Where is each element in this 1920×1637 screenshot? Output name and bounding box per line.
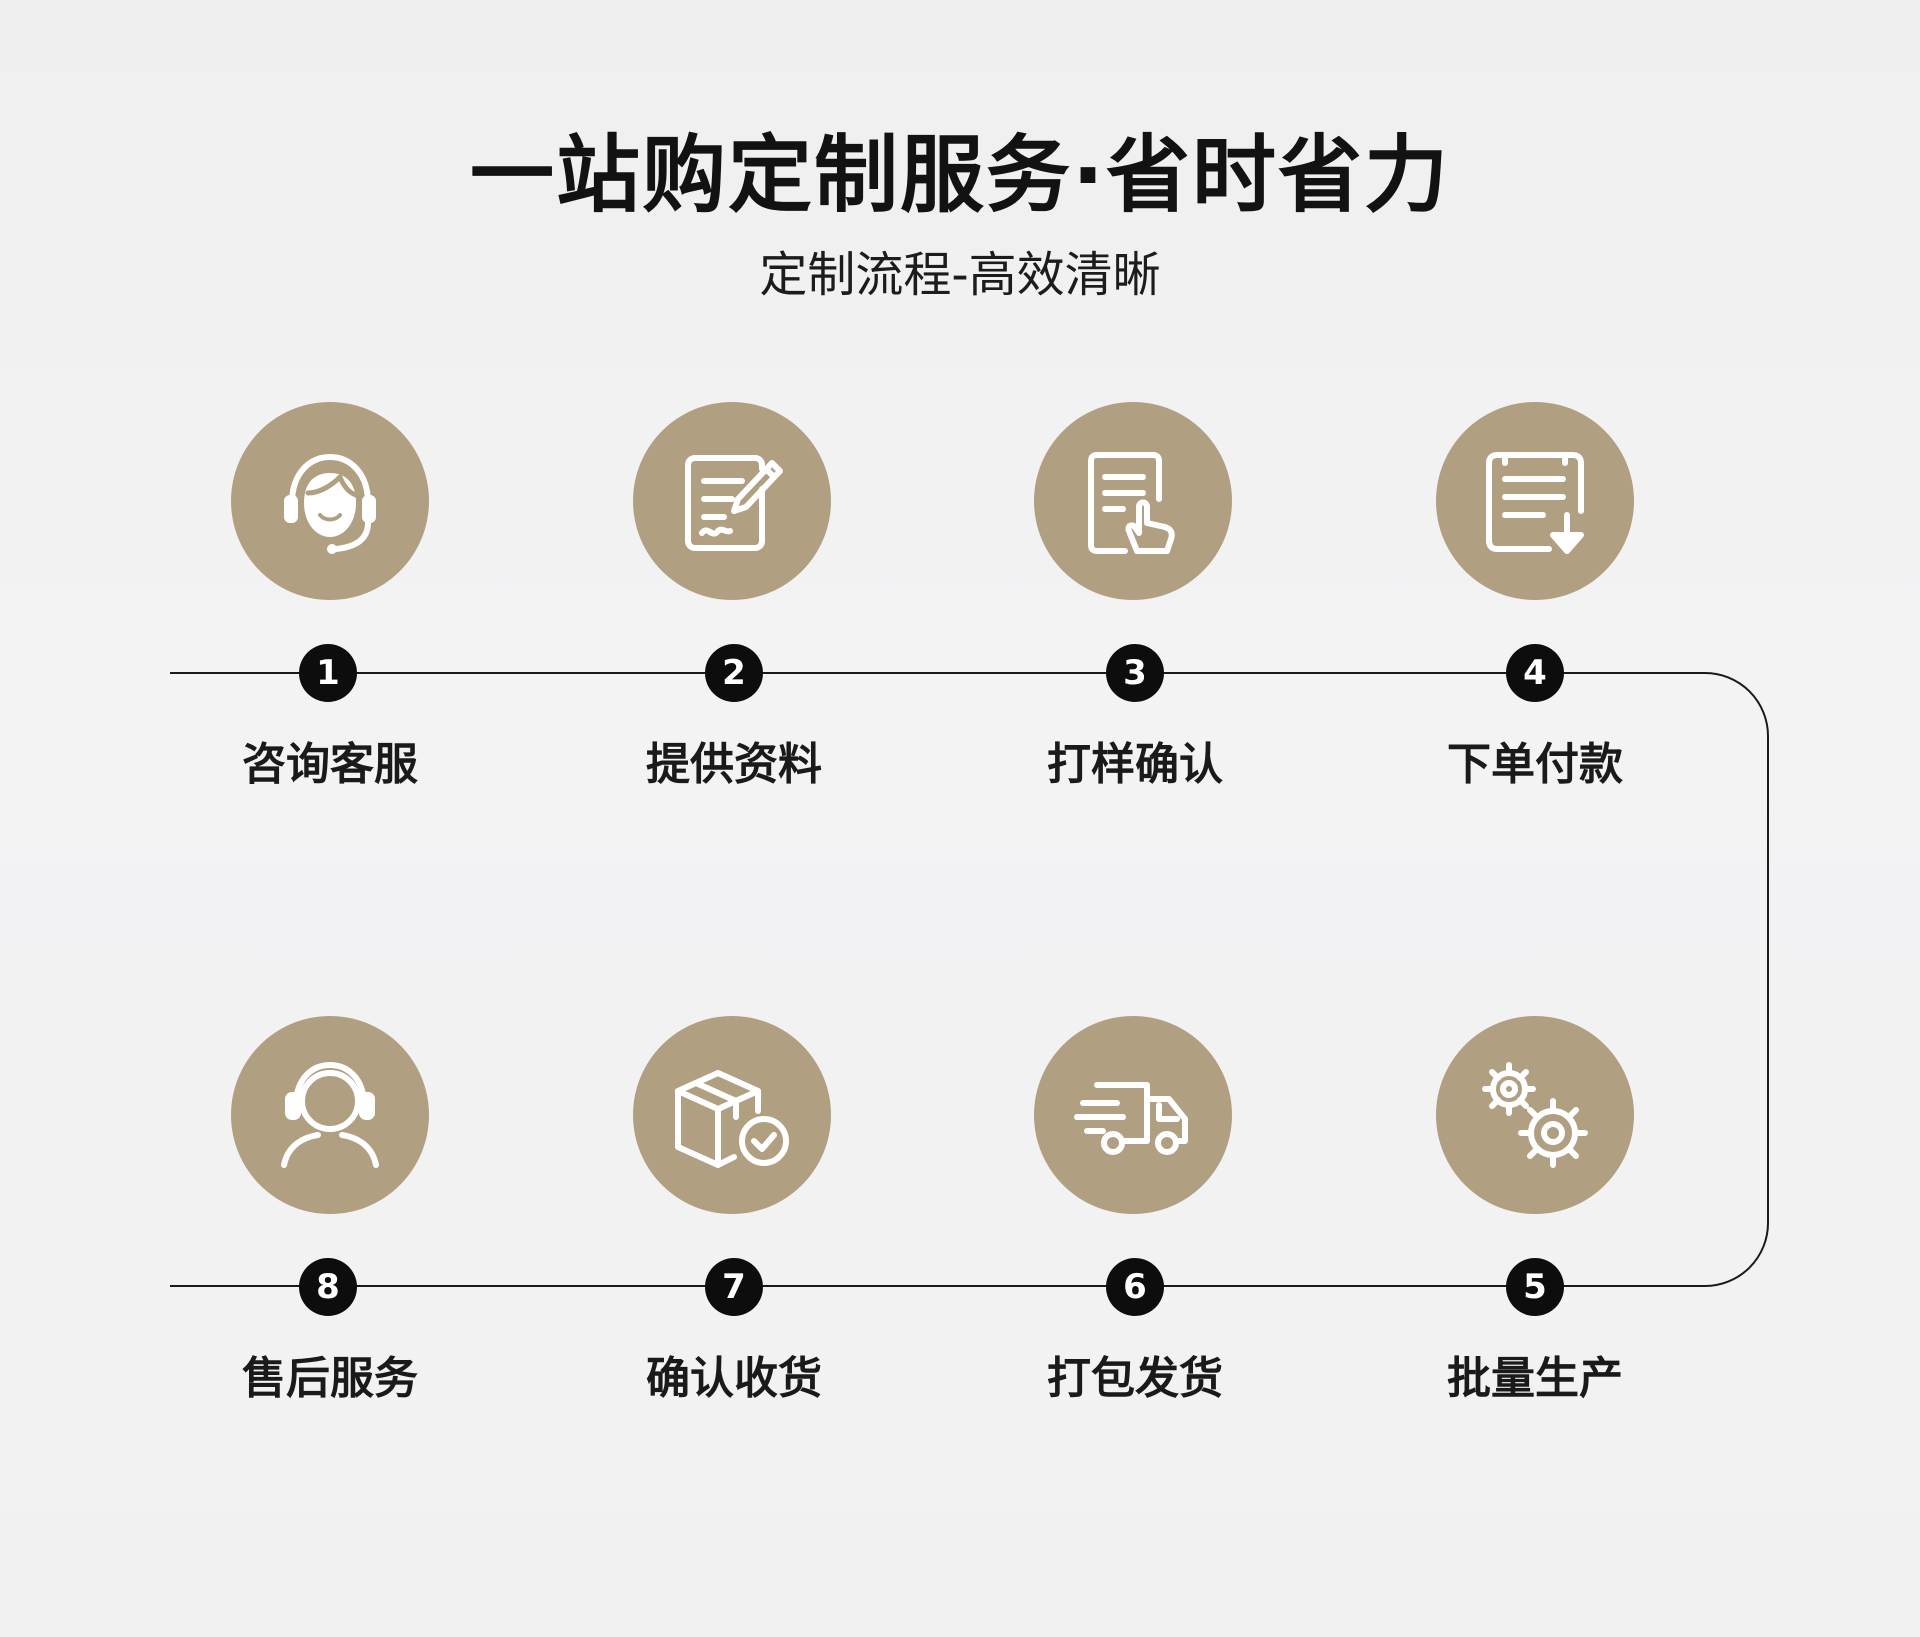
step-5-icon-circle [1436, 1016, 1634, 1214]
step-8-icon-circle [231, 1016, 429, 1214]
delivery-truck-icon [1074, 1082, 1188, 1155]
step-6-label: 打包发货 [1047, 1353, 1223, 1404]
step-2-label: 提供资料 [646, 739, 822, 790]
step-8-number-badge: 8 [299, 1258, 357, 1316]
step-1-number-badge: 1 [299, 644, 357, 702]
step-2-icon-circle [633, 402, 831, 600]
step-7-number-badge: 7 [705, 1258, 763, 1316]
document-tap-icon [1088, 452, 1175, 554]
step-3-icon-circle [1034, 402, 1232, 600]
page-title: 一站购定制服务·省时省力 [470, 126, 1450, 224]
step-3-number-badge: 3 [1106, 644, 1164, 702]
step-2-number-badge: 2 [705, 644, 763, 702]
step-6-number-badge: 6 [1106, 1258, 1164, 1316]
step-8-label: 售后服务 [242, 1353, 418, 1404]
step-7-label: 确认收货 [646, 1353, 822, 1404]
step-5-number-badge: 5 [1506, 1258, 1564, 1316]
step-4-number-badge: 4 [1506, 644, 1564, 702]
step-1-label: 咨询客服 [242, 739, 418, 790]
step-1-icon-circle [231, 402, 429, 600]
step-6-icon-circle [1034, 1016, 1232, 1214]
document-edit-icon [685, 455, 783, 551]
support-agent-icon [281, 1062, 379, 1168]
step-3-label: 打样确认 [1047, 739, 1223, 790]
gears-icon [1482, 1062, 1588, 1168]
customer-service-headset-icon [284, 454, 376, 554]
step-5-label: 批量生产 [1447, 1353, 1623, 1404]
step-4-icon-circle [1436, 402, 1634, 600]
document-download-icon [1486, 452, 1584, 554]
page-subtitle: 定制流程-高效清晰 [759, 247, 1161, 303]
package-check-icon [675, 1070, 789, 1168]
step-7-icon-circle [633, 1016, 831, 1214]
step-4-label: 下单付款 [1447, 739, 1623, 790]
top-row-line [170, 672, 1769, 1287]
